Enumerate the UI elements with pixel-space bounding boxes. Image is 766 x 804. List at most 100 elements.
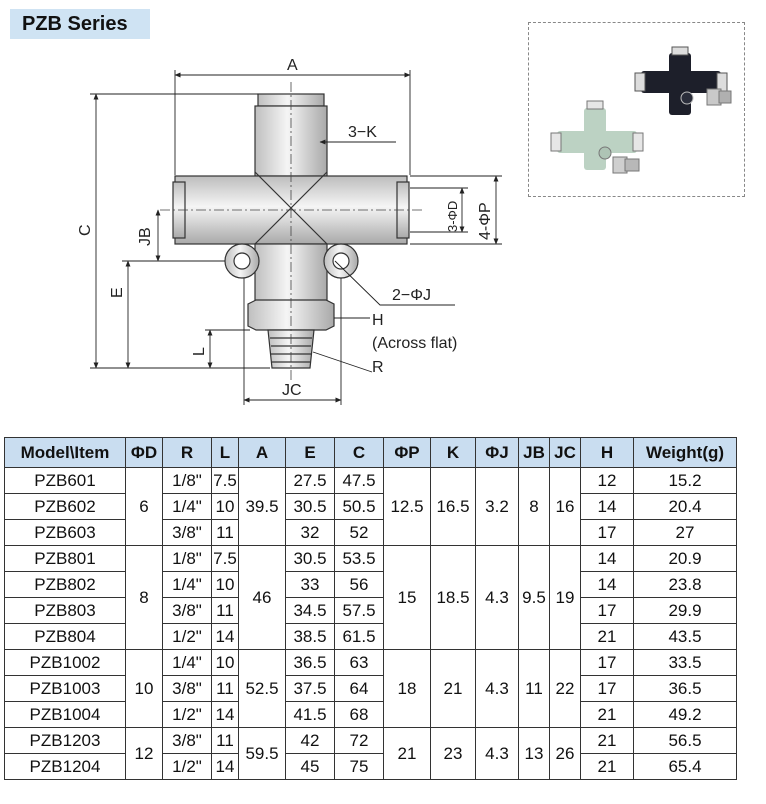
table-cell: 23 bbox=[430, 727, 476, 780]
table-cell: 34.5 bbox=[285, 597, 335, 624]
table-cell: 22 bbox=[549, 649, 581, 728]
table-cell: 1/4" bbox=[162, 649, 212, 676]
table-cell: 41.5 bbox=[285, 701, 335, 728]
table-cell: 9.5 bbox=[518, 545, 550, 650]
table-cell: PZB1204 bbox=[4, 753, 126, 780]
table-cell: 18.5 bbox=[430, 545, 476, 650]
table-cell: PZB801 bbox=[4, 545, 126, 572]
label-across-flat: (Across flat) bbox=[372, 335, 457, 352]
label-R: R bbox=[372, 359, 384, 376]
table-cell: 64 bbox=[334, 675, 384, 702]
table-cell: 16 bbox=[549, 467, 581, 546]
column-header: A bbox=[238, 437, 286, 468]
table-cell: 14 bbox=[580, 571, 634, 598]
table-cell: PZB802 bbox=[4, 571, 126, 598]
table-cell: 27.5 bbox=[285, 467, 335, 494]
table-cell: 27 bbox=[633, 519, 737, 546]
table-cell: 1/2" bbox=[162, 753, 212, 780]
table-cell: 21 bbox=[580, 623, 634, 650]
table-cell: 1/2" bbox=[162, 701, 212, 728]
table-cell: 21 bbox=[580, 701, 634, 728]
table-cell: PZB1203 bbox=[4, 727, 126, 754]
column-header: ΦJ bbox=[475, 437, 519, 468]
label-D: 3-ΦD bbox=[445, 201, 460, 232]
table-cell: PZB601 bbox=[4, 467, 126, 494]
label-K: 3−K bbox=[348, 124, 377, 141]
table-cell: 65.4 bbox=[633, 753, 737, 780]
grey-fitting-image bbox=[550, 100, 644, 174]
table-cell: PZB603 bbox=[4, 519, 126, 546]
table-cell: 1/4" bbox=[162, 571, 212, 598]
table-cell: 72 bbox=[334, 727, 384, 754]
table-cell: 10 bbox=[211, 493, 239, 520]
table-cell: 11 bbox=[211, 675, 239, 702]
dimension-drawing: A 3−K C JB E 3-ΦD 4-ΦP 2−ΦJ H (Across fl… bbox=[77, 57, 502, 405]
column-header: E bbox=[285, 437, 335, 468]
column-header: L bbox=[211, 437, 239, 468]
table-cell: 14 bbox=[580, 545, 634, 572]
table-cell: PZB804 bbox=[4, 623, 126, 650]
column-header: C bbox=[334, 437, 384, 468]
table-cell: 33.5 bbox=[633, 649, 737, 676]
table-cell: 33 bbox=[285, 571, 335, 598]
table-cell: 20.9 bbox=[633, 545, 737, 572]
table-cell: 17 bbox=[580, 649, 634, 676]
column-header: K bbox=[430, 437, 476, 468]
table-cell: 4.3 bbox=[475, 649, 519, 728]
column-header: ΦD bbox=[125, 437, 163, 468]
table-cell: 32 bbox=[285, 519, 335, 546]
table-cell: 19 bbox=[549, 545, 581, 650]
table-cell: 30.5 bbox=[285, 545, 335, 572]
table-cell: 4.3 bbox=[475, 727, 519, 780]
table-cell: 42 bbox=[285, 727, 335, 754]
table-cell: 11 bbox=[211, 597, 239, 624]
table-cell: 4.3 bbox=[475, 545, 519, 650]
label-JB: JB bbox=[137, 227, 154, 246]
table-cell: 3.2 bbox=[475, 467, 519, 546]
table-cell: 30.5 bbox=[285, 493, 335, 520]
table-cell: 10 bbox=[211, 571, 239, 598]
table-cell: 11 bbox=[518, 649, 550, 728]
table-cell: 15.2 bbox=[633, 467, 737, 494]
label-J: 2−ΦJ bbox=[392, 287, 431, 304]
table-cell: 37.5 bbox=[285, 675, 335, 702]
table-cell: 59.5 bbox=[238, 727, 286, 780]
table-cell: 12 bbox=[125, 727, 163, 780]
table-cell: 14 bbox=[211, 701, 239, 728]
table-cell: 8 bbox=[125, 545, 163, 650]
column-header: Model\Item bbox=[4, 437, 126, 468]
table-cell: 14 bbox=[580, 493, 634, 520]
table-cell: 3/8" bbox=[162, 597, 212, 624]
table-cell: 6 bbox=[125, 467, 163, 546]
table-cell: 47.5 bbox=[334, 467, 384, 494]
table-cell: 8 bbox=[518, 467, 550, 546]
table-cell: 29.9 bbox=[633, 597, 737, 624]
table-cell: 56 bbox=[334, 571, 384, 598]
table-cell: 12.5 bbox=[383, 467, 431, 546]
label-L: L bbox=[191, 347, 208, 356]
table-cell: 21 bbox=[430, 649, 476, 728]
product-photo bbox=[528, 22, 745, 197]
column-header: R bbox=[162, 437, 212, 468]
table-cell: 52.5 bbox=[238, 649, 286, 728]
table-cell: 36.5 bbox=[633, 675, 737, 702]
table-cell: 17 bbox=[580, 675, 634, 702]
table-cell: 53.5 bbox=[334, 545, 384, 572]
table-cell: 36.5 bbox=[285, 649, 335, 676]
table-cell: 61.5 bbox=[334, 623, 384, 650]
table-cell: 52 bbox=[334, 519, 384, 546]
table-cell: 10 bbox=[211, 649, 239, 676]
table-cell: 17 bbox=[580, 519, 634, 546]
column-header: Weight(g) bbox=[633, 437, 737, 468]
table-cell: 43.5 bbox=[633, 623, 737, 650]
column-header: JC bbox=[549, 437, 581, 468]
table-cell: 14 bbox=[211, 753, 239, 780]
